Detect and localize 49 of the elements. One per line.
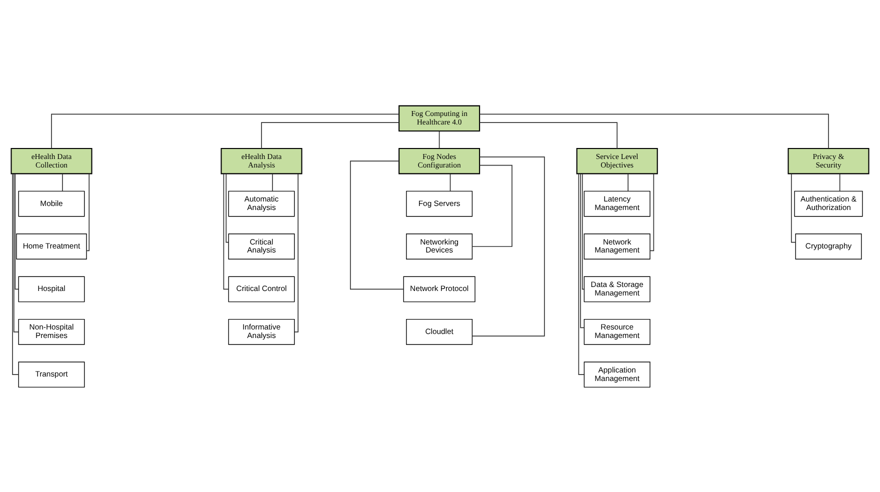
connector	[479, 113, 829, 148]
node-box: Fog Servers	[406, 190, 473, 216]
connector	[261, 122, 400, 148]
connector	[582, 172, 584, 290]
node-box: eHealth Data Collection	[10, 147, 92, 174]
node-box: Networking Devices	[406, 233, 473, 259]
connector	[472, 156, 545, 336]
node-box: Automatic Analysis	[228, 190, 295, 216]
connector	[226, 172, 229, 242]
connector	[86, 172, 90, 251]
node-box: Resource Management	[584, 318, 650, 344]
node-box: Fog Nodes Configuration	[398, 147, 480, 174]
connector	[450, 173, 451, 191]
node-box: Data & Storage Management	[584, 276, 650, 302]
connector	[13, 173, 19, 332]
connector	[14, 172, 19, 290]
node-box: Critical Control	[228, 276, 295, 302]
connector	[472, 164, 512, 246]
connector	[62, 173, 63, 191]
node-box: Network Protocol	[403, 276, 476, 302]
connector	[350, 160, 404, 290]
connector	[12, 172, 19, 375]
node-box: Home Treatment	[16, 233, 87, 259]
node-box: eHealth Data Analysis	[220, 147, 302, 174]
node-box: Application Management	[584, 361, 650, 388]
node-box: Informative Analysis	[228, 318, 295, 344]
connector	[578, 172, 584, 375]
connector	[223, 172, 229, 290]
connector	[580, 172, 585, 328]
connector	[650, 172, 654, 251]
node-box: Mobile	[18, 190, 85, 216]
node-box: Fog Computing in Healthcare 4.0	[398, 104, 480, 132]
connector	[272, 173, 273, 191]
node-box: Non-Hospital Premises	[18, 318, 85, 344]
node-box: Hospital	[18, 276, 85, 302]
node-box: Cryptography	[795, 233, 862, 259]
connector	[479, 122, 618, 148]
connector	[294, 173, 298, 332]
node-box: Privacy & Security	[788, 147, 870, 174]
node-box: Authentication & Authorization	[794, 190, 863, 216]
node-box: Service Level Objectives	[576, 147, 658, 174]
node-box: Transport	[18, 361, 85, 388]
node-box: Cloudlet	[406, 318, 473, 344]
connector	[438, 130, 440, 148]
node-box: Latency Management	[584, 190, 650, 216]
connector	[51, 113, 400, 148]
node-box: Critical Analysis	[228, 233, 295, 259]
node-box: Network Management	[584, 233, 650, 259]
connector	[839, 173, 840, 191]
